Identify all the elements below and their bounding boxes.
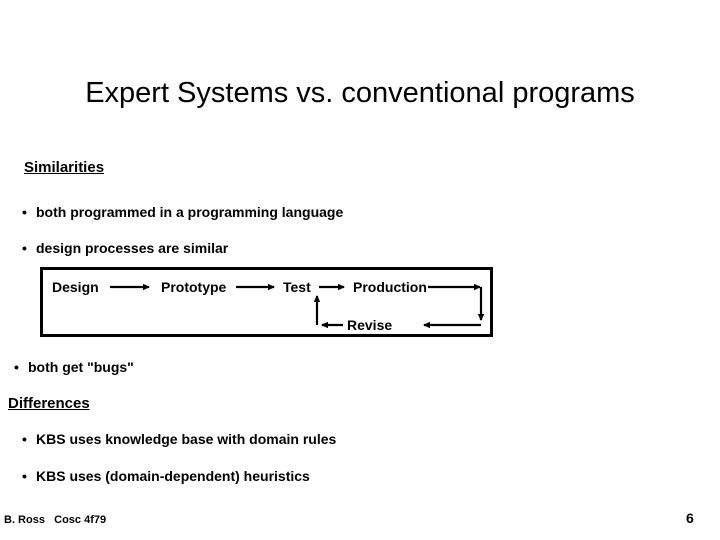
flow-node-design: Design [52,279,99,295]
list-item: • both programmed in a programming langu… [22,203,343,221]
list-item: • KBS uses knowledge base with domain ru… [22,430,336,448]
bullet-icon: • [14,359,19,375]
page-number: 6 [686,510,694,526]
flow-node-production: Production [353,279,427,295]
bullet-icon: • [22,468,27,484]
bullet-icon: • [22,204,27,220]
flow-arrows-layer [110,283,485,329]
section-heading-similarities: Similarities [24,159,105,176]
list-item-label: design processes are similar [36,240,229,256]
page-title: Expert Systems vs. conventional programs [85,77,635,109]
list-item-label: both programmed in a programming languag… [36,204,344,220]
flow-node-revise: Revise [347,317,393,333]
flow-node-prototype: Prototype [161,279,227,295]
list-item-label: KBS uses (domain-dependent) heuristics [36,468,310,484]
bullet-icon: • [22,431,27,447]
section-heading-differences: Differences [8,395,90,412]
bullet-icon: • [22,240,27,256]
flow-node-test: Test [283,279,311,295]
list-item-label: KBS uses knowledge base with domain rule… [36,431,337,447]
list-item-label: both get "bugs" [28,359,134,375]
footer-credit: B. Ross Cosc 4f79 [4,514,107,526]
process-flow-diagram: Design Prototype Test Production Revise [40,267,493,337]
list-item: • design processes are similar [22,239,228,257]
list-item: • both get "bugs" [14,358,134,376]
list-item: • KBS uses (domain-dependent) heuristics [22,467,310,485]
